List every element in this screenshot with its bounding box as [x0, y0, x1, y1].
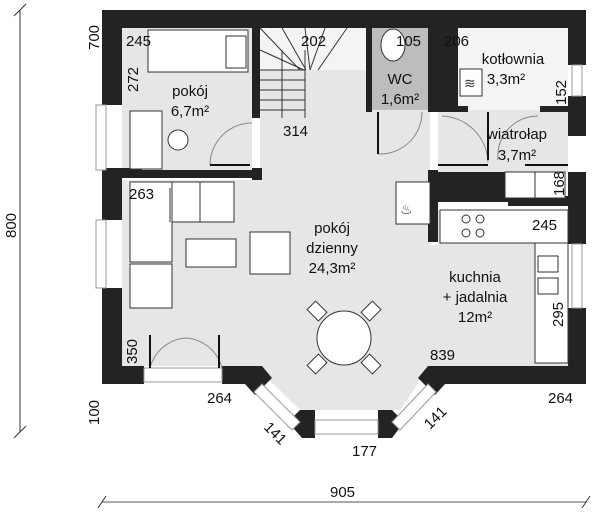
room-label-vestibule: wiatrołap: [486, 126, 547, 143]
window-bay-front: [314, 419, 379, 435]
pillow: [225, 35, 247, 69]
dim-vestibule-height: 168: [551, 171, 568, 196]
dim-hall-depth: 314: [283, 123, 308, 140]
heat-icon: ≋: [464, 75, 476, 91]
cooktop: [461, 214, 485, 238]
wall-wc-right: [428, 28, 458, 112]
fire-icon: ♨: [400, 201, 413, 217]
room-area-vestibule: 3,7m²: [498, 147, 536, 164]
wall-right-mid: [568, 96, 586, 136]
window-bay-right: [391, 383, 437, 431]
wall-kitchen-left: [428, 170, 438, 242]
wall-boiler-bottom-a: [438, 106, 468, 112]
toilet: [380, 28, 406, 62]
wall-bottom-right: [428, 366, 586, 384]
room-label-living-2: dzienny: [306, 240, 358, 257]
dim-total-height: 800: [3, 213, 20, 238]
dim-bedroom-height: 272: [125, 67, 142, 92]
window-kitchen: [571, 243, 583, 309]
room-area-wc: 1,6m²: [381, 91, 419, 108]
dim-left-lower: 100: [86, 400, 103, 425]
room-area-bedroom: 6,7m²: [171, 103, 209, 120]
wall-boiler-bottom-b: [540, 106, 568, 112]
wall-bedroom-bottom: [122, 170, 262, 178]
room-area-living: 24,3m²: [309, 260, 356, 277]
dim-bay-front: 177: [352, 443, 377, 460]
dim-stairs-width: 202: [301, 33, 326, 50]
kitchen-counter-top: [439, 209, 569, 244]
dim-bay-left-wall: 264: [207, 390, 232, 407]
window-boiler: [571, 64, 583, 97]
sink-2: [537, 277, 559, 295]
coffee-table: [185, 238, 237, 268]
room-label-wc: WC: [388, 71, 413, 88]
wall-right-top: [568, 10, 586, 65]
wall-right-mid2: [568, 172, 586, 244]
wall-left-mid: [102, 170, 122, 220]
corner-sofa: [129, 181, 235, 263]
wall-left-bottom: [102, 288, 122, 384]
wall-vestibule-bottom-b: [508, 196, 568, 206]
terrace-door: [143, 367, 223, 383]
wall-wc-left: [366, 28, 372, 112]
armchair-left: [129, 263, 173, 309]
room-area-kitchen: 12m²: [458, 309, 492, 326]
staircase: [259, 27, 348, 118]
dining-table: [306, 300, 382, 375]
window-living: [95, 219, 107, 289]
wall-bottom-left-a: [102, 366, 144, 384]
window-bay-left: [253, 383, 301, 431]
room-label-boiler: kotłownia: [482, 51, 545, 68]
room-area-boiler: 3,3m²: [487, 71, 525, 88]
wall-left-top: [102, 10, 122, 105]
wall-bedroom-stairs: [252, 28, 260, 118]
chair: [167, 129, 189, 151]
stairs-floor: [260, 28, 370, 70]
dim-boiler-height: 152: [553, 80, 570, 105]
room-label-living-1: pokój: [314, 220, 350, 237]
armchair-right: [249, 231, 291, 275]
dim-total-width: 905: [330, 484, 355, 501]
wall-vestibule-bottom: [438, 172, 508, 202]
terrace-door-swing: [149, 337, 223, 369]
dim-living-width: 263: [129, 186, 154, 203]
vestibule-door-swing-r: [497, 115, 539, 161]
sink-1: [537, 255, 559, 273]
window-bedroom: [95, 104, 107, 171]
dim-bedroom-width: 245: [126, 33, 151, 50]
room-label-kitchen-1: kuchnia: [449, 269, 501, 286]
boiler: [459, 68, 483, 97]
dim-boiler-width: 206: [444, 33, 469, 50]
dim-bay-diag-right: 141: [421, 403, 451, 433]
bedroom-door-swing: [209, 122, 253, 166]
dim-kitchen-depth: 839: [430, 347, 455, 364]
dim-left-upper: 700: [86, 25, 103, 50]
dim-kitchen-height: 295: [550, 302, 567, 327]
room-label-kitchen-2: + jadalnia: [443, 289, 508, 306]
dim-bay-right-wall: 264: [548, 390, 573, 407]
room-label-bedroom: pokój: [172, 83, 208, 100]
dim-living-left-height: 350: [124, 339, 141, 364]
fireplace: [395, 181, 431, 225]
vestibule-door-swing-l: [441, 115, 489, 163]
dim-kitchen-width: 245: [532, 217, 557, 234]
wc-door-swing: [377, 111, 423, 155]
desk: [129, 110, 163, 170]
dim-wc-width: 105: [396, 33, 421, 50]
wall-right-bottom: [568, 308, 586, 384]
wall-top: [102, 10, 586, 28]
wall-bay-corner-l: [245, 366, 272, 395]
